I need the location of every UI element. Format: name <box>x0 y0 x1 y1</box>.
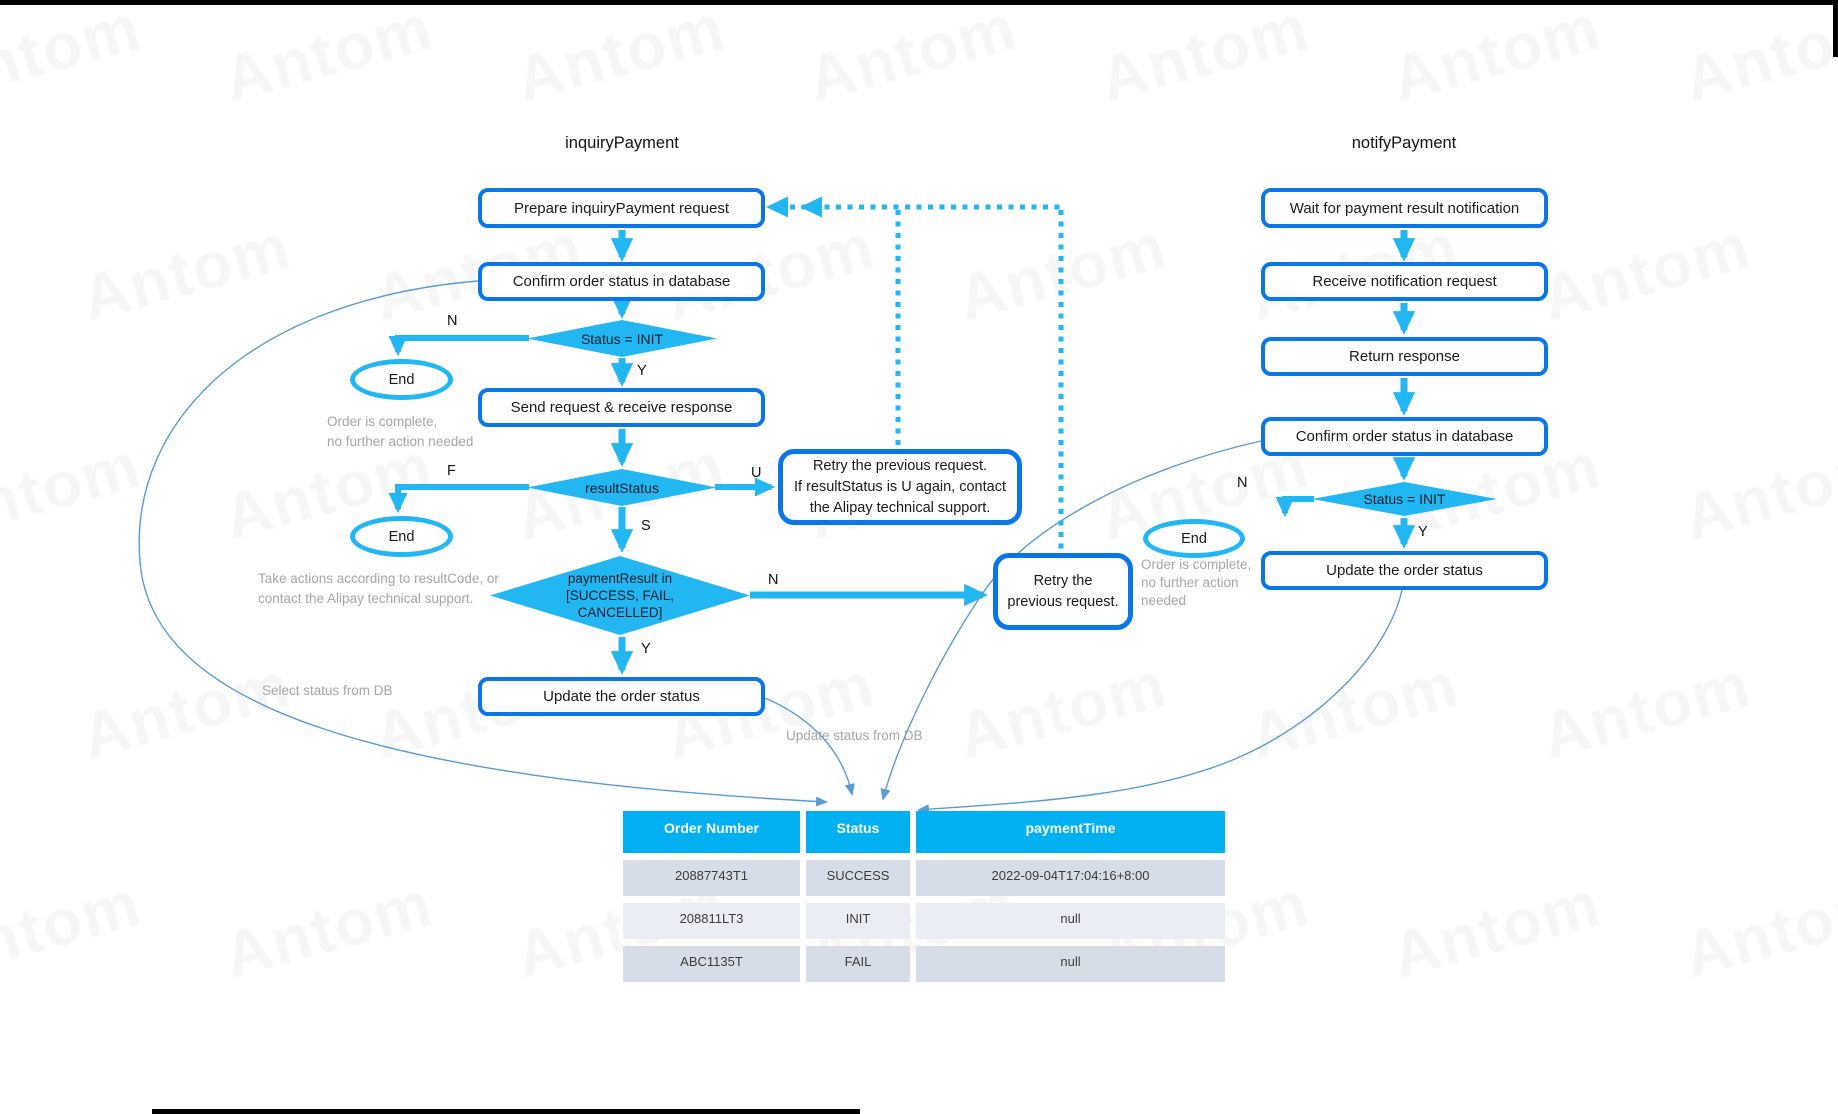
annotation-line: needed <box>1141 593 1187 608</box>
node-confirm-order-status-right: Confirm order status in database <box>1261 417 1548 456</box>
branch-label-y2: Y <box>641 641 651 657</box>
retry-u-line2: If resultStatus is U again, contact <box>794 478 1006 495</box>
branch-label-y3: Y <box>1418 524 1428 540</box>
branch-label-y1: Y <box>637 363 647 379</box>
left-flow-title: inquiryPayment <box>565 134 679 152</box>
table-cell: ABC1135T <box>623 946 800 982</box>
node-update-order-status-right: Update the order status <box>1261 551 1548 590</box>
terminator-end-3: End <box>1143 519 1245 558</box>
node-retry-n: Retry the previous request. <box>993 553 1133 630</box>
retry-u-line3: the Alipay technical support. <box>809 499 991 516</box>
node-return-response: Return response <box>1261 337 1548 376</box>
retry-n-line1: Retry the <box>1033 572 1093 589</box>
annotation-line: Order is complete, <box>327 414 438 429</box>
top-edge-bar <box>0 0 1838 5</box>
annotation-line: Take actions according to resultCode, or <box>258 571 499 586</box>
retry-n-line2: previous request. <box>1007 593 1119 610</box>
branch-label-f: F <box>447 463 456 479</box>
annotation-order-complete-right: Order is complete, no further action nee… <box>1141 556 1251 610</box>
annotation-line: no further action needed <box>327 434 474 449</box>
table-cell: INIT <box>806 903 910 939</box>
bottom-edge-bar <box>152 1109 860 1114</box>
retry-u-line1: Retry the previous request. <box>812 457 988 474</box>
table-cell: null <box>916 903 1225 939</box>
annotation-line: no further action <box>1141 575 1239 590</box>
node-receive-notification: Receive notification request <box>1261 262 1548 301</box>
table-cell: 2022-09-04T17:04:16+8:00 <box>916 860 1225 896</box>
right-flow-title: notifyPayment <box>1351 134 1457 152</box>
branch-label-n2: N <box>768 572 779 588</box>
table-cell: FAIL <box>806 946 910 982</box>
table-header-order-number: Order Number <box>623 811 800 853</box>
annotation-select-status: Select status from DB <box>262 683 393 698</box>
branch-label-s: S <box>641 518 651 534</box>
payment-result-line3: CANCELLED] <box>577 605 663 620</box>
table-cell: 20887743T1 <box>623 860 800 896</box>
table-cell: 208811LT3 <box>623 903 800 939</box>
node-wait-notification: Wait for payment result notification <box>1261 188 1548 228</box>
table-header-status: Status <box>806 811 910 853</box>
node-update-order-status-left: Update the order status <box>478 677 765 716</box>
branch-label-u: U <box>751 465 762 481</box>
annotation-line: contact the Alipay technical support. <box>258 591 474 606</box>
terminator-end-2: End <box>350 516 453 557</box>
node-prepare-inquiry-request: Prepare inquiryPayment request <box>478 188 765 228</box>
payment-result-line2: [SUCCESS, FAIL, <box>565 588 675 603</box>
annotation-order-complete-left: Order is complete, no further action nee… <box>327 412 473 452</box>
table-header-payment-time: paymentTime <box>916 811 1225 853</box>
annotation-take-actions: Take actions according to resultCode, or… <box>258 569 499 609</box>
right-edge-bar <box>1833 0 1838 57</box>
order-status-table: Order Number Status paymentTime 20887743… <box>623 811 1225 982</box>
node-send-request: Send request & receive response <box>478 388 765 427</box>
annotation-update-status: Update status from DB <box>786 728 923 743</box>
branch-label-n3: N <box>1237 475 1248 491</box>
terminator-end-1: End <box>350 359 453 400</box>
payment-result-line1: paymentResult in <box>567 571 673 586</box>
table-cell: SUCCESS <box>806 860 910 896</box>
branch-label-n1: N <box>447 313 458 329</box>
annotation-line: Order is complete, <box>1141 557 1252 572</box>
table-cell: null <box>916 946 1225 982</box>
node-retry-u: Retry the previous request. If resultSta… <box>778 449 1022 525</box>
node-confirm-order-status-left: Confirm order status in database <box>478 262 765 301</box>
